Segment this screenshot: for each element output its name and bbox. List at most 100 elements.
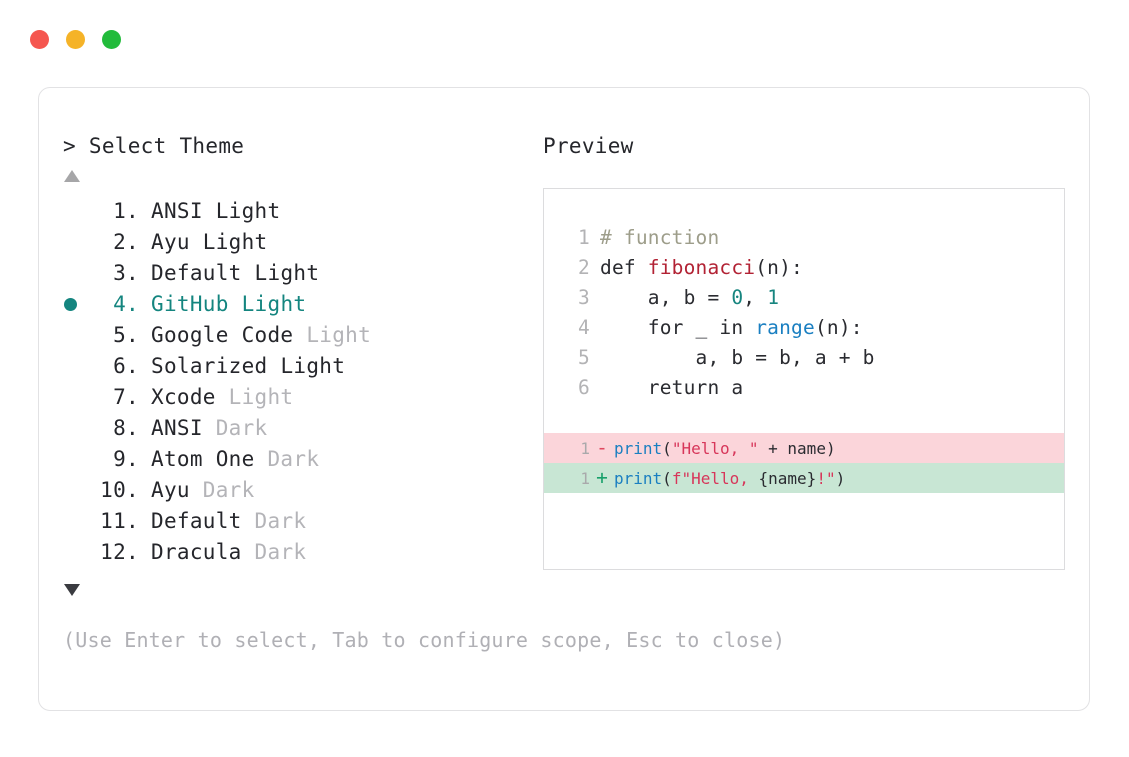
theme-list-item[interactable]: 1.ANSI Light — [63, 196, 533, 227]
code-line-number: 4 — [578, 316, 590, 339]
code-token: {name} — [758, 469, 817, 488]
diff-line-removed: 1-print("Hello, " + name) — [544, 433, 1064, 463]
code-line: 3 a, b = 0, 1 — [544, 283, 1064, 313]
code-token: f"Hello, — [671, 469, 759, 488]
selection-bullet-slot — [63, 506, 93, 537]
code-token: , — [743, 286, 768, 309]
code-line: 1# function — [544, 223, 1064, 253]
theme-item-label: Ayu Light — [151, 227, 268, 258]
code-token: def — [600, 256, 648, 279]
theme-item-variant: Light — [267, 354, 346, 378]
theme-item-name: Default — [151, 509, 242, 533]
code-token: "Hello, " — [671, 439, 759, 458]
selection-bullet-slot — [63, 475, 93, 506]
theme-item-index: 3. — [113, 261, 139, 285]
theme-item-variant: Light — [189, 230, 268, 254]
theme-item-index: 12. — [100, 540, 139, 564]
theme-item-variant: Dark — [189, 478, 255, 502]
selection-bullet-slot — [63, 537, 93, 568]
code-token: ( — [662, 469, 672, 488]
code-blank-line — [544, 403, 1064, 433]
code-token: ( — [662, 439, 672, 458]
theme-item-label: Atom One Dark — [151, 444, 319, 475]
theme-item-name: GitHub — [151, 292, 229, 316]
theme-item-name: Dracula — [151, 540, 242, 564]
theme-item-label: Default Dark — [151, 506, 306, 537]
scroll-down-icon[interactable] — [64, 584, 80, 596]
preview-title: Preview — [543, 134, 634, 158]
theme-item-variant: Light — [241, 261, 320, 285]
window-minimize-button[interactable] — [66, 30, 85, 49]
theme-list-item[interactable]: 9.Atom One Dark — [63, 444, 533, 475]
window-maximize-button[interactable] — [102, 30, 121, 49]
window-close-button[interactable] — [30, 30, 49, 49]
code-token: for _ in — [600, 316, 756, 339]
theme-item-index: 8. — [113, 416, 139, 440]
theme-item-label: Google Code Light — [151, 320, 371, 351]
theme-list-item[interactable]: 12. Dracula Dark — [63, 537, 533, 568]
diff-line-added: 1+print(f"Hello, {name}!") — [544, 463, 1064, 493]
theme-item-variant: Light — [202, 199, 281, 223]
theme-list-item[interactable]: 5.Google Code Light — [63, 320, 533, 351]
theme-item-variant: Light — [293, 323, 372, 347]
theme-list-item[interactable]: 8.ANSI Dark — [63, 413, 533, 444]
theme-item-variant: Dark — [254, 447, 320, 471]
theme-list-item[interactable]: 6.Solarized Light — [63, 351, 533, 382]
diff-line-number: 1 — [580, 469, 590, 488]
theme-item-index: 4. — [113, 292, 139, 316]
diff-marker: - — [596, 436, 608, 459]
code-line-number: 3 — [578, 286, 590, 309]
selection-bullet-slot — [63, 258, 93, 289]
theme-item-index: 2. — [113, 230, 139, 254]
code-line: 6 return a — [544, 373, 1064, 403]
selection-bullet-slot — [63, 227, 93, 258]
code-line-text: return a — [590, 373, 743, 403]
theme-item-label: Dracula Dark — [151, 537, 306, 568]
diff-line-text: print(f"Hello, {name}!") — [614, 469, 845, 488]
theme-list-item[interactable]: 3. Default Light — [63, 258, 533, 289]
code-token: (n): — [755, 256, 803, 279]
selection-bullet-slot — [63, 382, 93, 413]
theme-item-label: Solarized Light — [151, 351, 345, 382]
selection-bullet-slot — [63, 444, 93, 475]
code-token: # function — [600, 226, 720, 249]
code-token: a, b = — [600, 286, 732, 309]
prompt-label: > Select Theme — [63, 134, 245, 158]
code-token: a, b = b, a + b — [600, 346, 875, 369]
theme-list-item[interactable]: 4. GitHub Light — [63, 289, 533, 320]
theme-item-label: GitHub Light — [151, 289, 306, 320]
theme-list-item[interactable]: 2. Ayu Light — [63, 227, 533, 258]
selection-bullet-slot — [63, 351, 93, 382]
theme-item-label: Default Light — [151, 258, 319, 289]
theme-item-name: Default — [151, 261, 242, 285]
selection-bullet-slot — [63, 289, 93, 320]
theme-list-item[interactable]: 11.Default Dark — [63, 506, 533, 537]
theme-item-variant: Light — [215, 385, 294, 409]
code-token: fibonacci — [647, 256, 756, 279]
theme-list-item[interactable]: 10.Ayu Dark — [63, 475, 533, 506]
code-line-text: a, b = 0, 1 — [590, 283, 779, 313]
code-token: range — [755, 316, 815, 339]
code-token: !" — [816, 469, 836, 488]
theme-item-index: 1. — [113, 199, 139, 223]
diff-line-number: 1 — [580, 439, 590, 458]
scroll-up-icon[interactable] — [64, 170, 80, 182]
theme-item-variant: Dark — [202, 416, 268, 440]
code-line-text: for _ in range(n): — [590, 313, 863, 343]
theme-item-name: Xcode — [151, 385, 216, 409]
code-line: 5 a, b = b, a + b — [544, 343, 1064, 373]
diff-line-text: print("Hello, " + name) — [614, 439, 836, 458]
code-line-text: def fibonacci(n): — [590, 253, 803, 283]
code-token: print — [614, 439, 663, 458]
theme-item-index: 7. — [113, 385, 139, 409]
window-titlebar — [30, 30, 121, 49]
code-token: 0 — [731, 286, 744, 309]
theme-item-name: Solarized — [151, 354, 268, 378]
theme-list-item[interactable]: 7. Xcode Light — [63, 382, 533, 413]
selected-bullet-icon — [64, 298, 77, 311]
